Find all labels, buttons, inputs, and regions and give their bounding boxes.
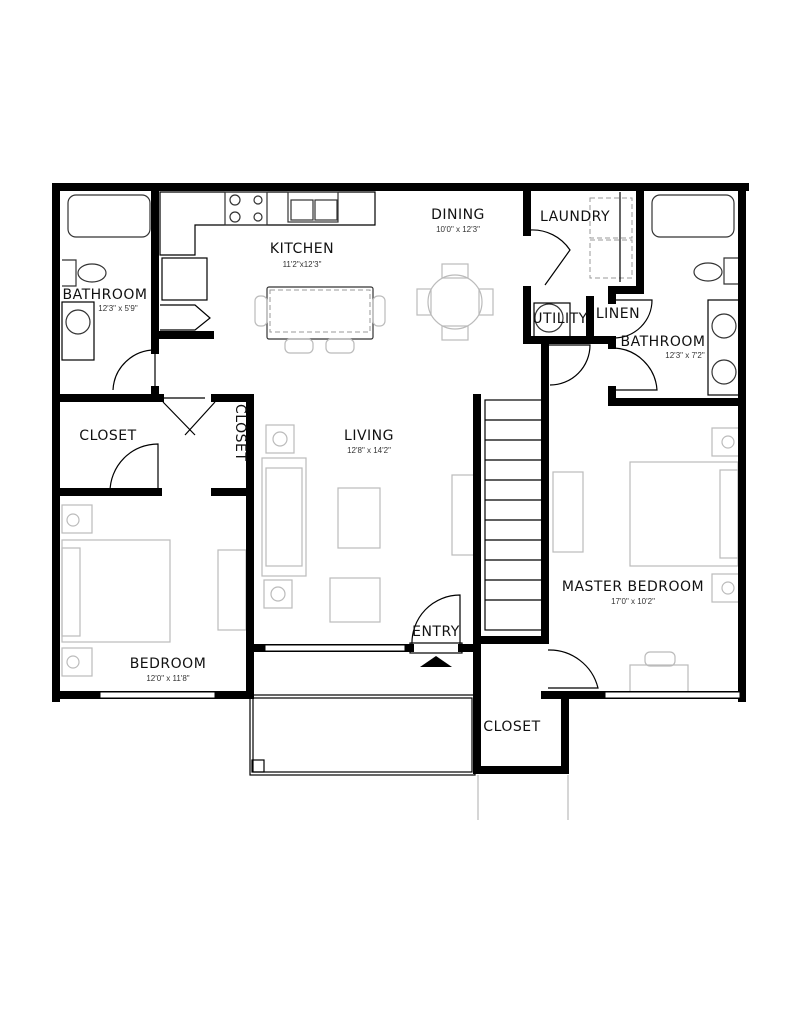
left-closet-label: CLOSET bbox=[79, 428, 136, 444]
entry-label: ENTRY bbox=[412, 624, 460, 640]
laundry-label: LAUNDRY bbox=[540, 209, 610, 225]
right-bathroom-size: 12'3" x 7'2" bbox=[665, 351, 705, 360]
windows bbox=[99, 644, 741, 699]
living-label: LIVING bbox=[344, 428, 394, 444]
kitchen-label: KITCHEN bbox=[270, 241, 334, 257]
left-bathroom-label: BATHROOM bbox=[62, 287, 147, 303]
dining-table bbox=[416, 263, 494, 341]
washer-dryer bbox=[533, 192, 633, 338]
master-bedroom-label: MASTER BEDROOM bbox=[562, 579, 704, 595]
patio bbox=[249, 694, 476, 776]
kitchen-counters bbox=[159, 191, 376, 331]
staircase bbox=[484, 399, 546, 631]
master-bedroom-size: 17'0" x 10'2" bbox=[611, 597, 655, 606]
right-bathroom-label: BATHROOM bbox=[620, 334, 705, 350]
right-bathroom-fixtures bbox=[651, 194, 741, 396]
bedroom-size: 12'0" x 11'8" bbox=[146, 674, 189, 683]
left-bathroom-fixtures bbox=[61, 194, 151, 361]
kitchen-island bbox=[254, 286, 386, 354]
dining-label: DINING bbox=[431, 207, 485, 223]
kitchen-size: 11'2"x12'3" bbox=[283, 260, 322, 269]
bottom-closet-label: CLOSET bbox=[483, 719, 540, 735]
left-bathroom-size: 12'3" x 5'9" bbox=[98, 304, 138, 313]
master-bedroom-furniture bbox=[552, 427, 741, 698]
utility-label: UTILITY bbox=[532, 311, 587, 327]
bedroom-furniture bbox=[61, 504, 247, 677]
linen-label: LINEN bbox=[596, 306, 640, 322]
hall-closet-label: CLOSET bbox=[232, 404, 248, 461]
living-size: 12'8" x 14'2" bbox=[347, 446, 391, 455]
bedroom-label: BEDROOM bbox=[130, 656, 207, 672]
living-furniture bbox=[261, 424, 475, 623]
dining-size: 10'0" x 12'3" bbox=[436, 225, 480, 234]
entry-arrow-icon bbox=[420, 656, 452, 667]
door-swings bbox=[109, 229, 658, 689]
